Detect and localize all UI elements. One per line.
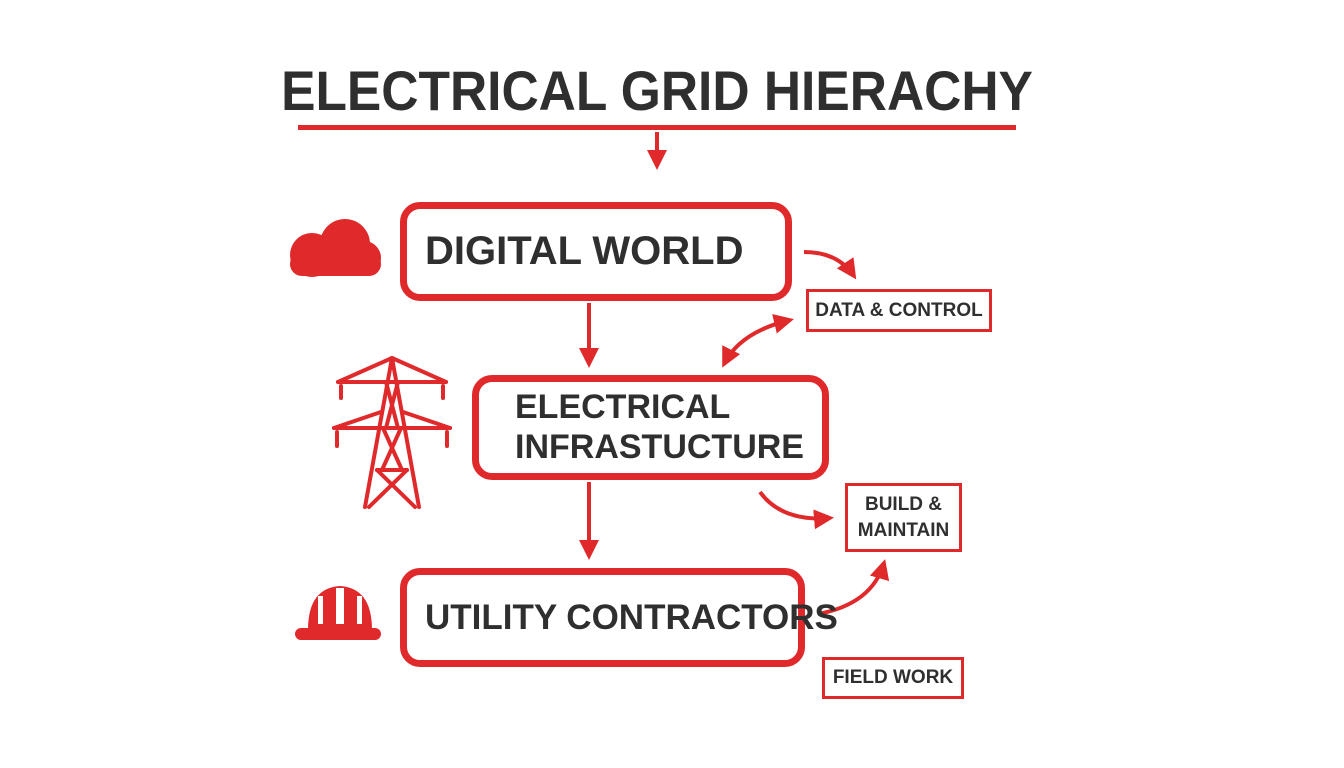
cloud-icon [290,219,381,277]
hard-hat-icon [295,586,381,640]
node-electrical-infrastructure: ELECTRICAL INFRASTUCTURE [472,375,829,480]
arrow-utility-to-build [817,559,890,616]
title-underline [298,125,1016,130]
node-label: UTILITY CONTRACTORS [425,597,838,637]
transmission-tower-icon [332,356,452,509]
node-label: DIGITAL WORLD [425,229,744,273]
tag-build-maintain: BUILD & MAINTAIN [845,483,962,552]
tag-label: BUILD & MAINTAIN [857,493,950,541]
node-label: ELECTRICAL INFRASTUCTURE [515,388,804,466]
diagram-title: ELECTRICAL GRID HIERACHY [281,58,1033,122]
arrow-data-infra-bidirectional [722,314,794,368]
tag-label: DATA & CONTROL [815,299,983,321]
tag-label: FIELD WORK [832,667,954,689]
arrow-infra-to-build [758,490,834,530]
tag-data-control: DATA & CONTROL [806,289,992,332]
tag-field-work: FIELD WORK [822,657,964,699]
node-utility-contractors: UTILITY CONTRACTORS [400,568,838,667]
arrow-digital-to-data [803,250,857,280]
node-digital-world: DIGITAL WORLD [400,202,792,301]
